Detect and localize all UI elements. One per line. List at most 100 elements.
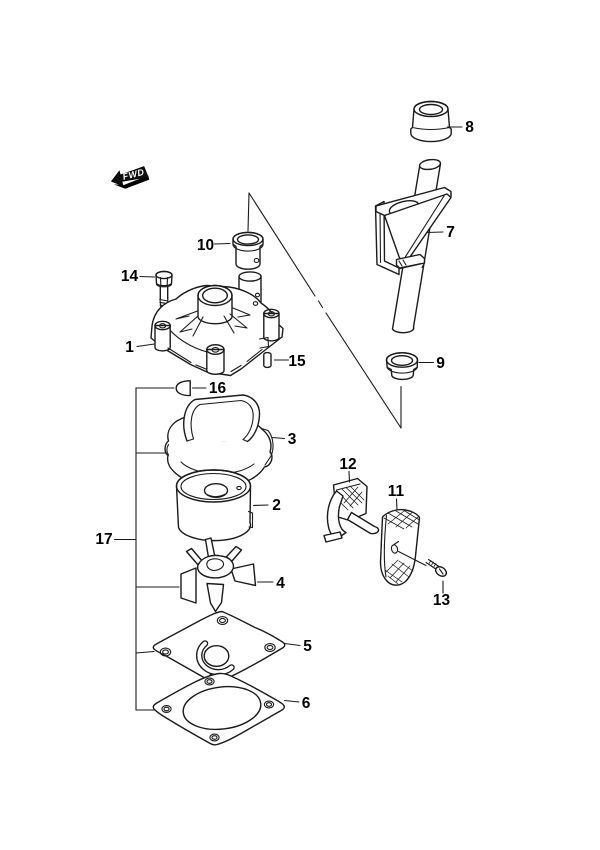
callout-12-leader (348, 470, 351, 483)
part-12-bracket (323, 470, 380, 543)
kit-tick-5 (135, 650, 155, 654)
axis-line-to-part10 (247, 192, 250, 232)
cap-top-rim (413, 100, 449, 118)
plate-kidney-slot-inner (197, 641, 234, 675)
bolt-washer (155, 283, 173, 288)
callout-3-label: 3 (288, 431, 297, 448)
callout-15-label: 15 (288, 353, 306, 370)
part-15-pin (263, 351, 290, 369)
seal-collar-inner (190, 399, 254, 441)
sleeve-lip-edge (232, 243, 264, 252)
screw-head-slot (438, 568, 444, 575)
cup-body (175, 469, 252, 542)
part-11-plate (379, 498, 427, 586)
gasket-outline (152, 672, 286, 746)
part-13-screw (425, 558, 448, 594)
fwd-direction-badge: FWD (110, 166, 150, 189)
part-14-bolt (139, 270, 173, 318)
part-1-pump-case (136, 271, 284, 377)
callout-7-leader (425, 231, 444, 234)
bolt-head-top (155, 270, 173, 280)
cap-flange-edge (411, 126, 451, 131)
plate-center-hole (203, 645, 230, 668)
callout-12-label: 12 (339, 456, 356, 473)
callout-10-leader (213, 242, 231, 245)
pin-body (263, 351, 272, 369)
cup-center-hole (203, 483, 229, 499)
case-outlet-rim (238, 271, 262, 282)
sleeve-bore (236, 234, 260, 245)
bracket12-top-edge (335, 483, 361, 491)
grommet-top-rim (385, 352, 419, 368)
bracket-clip-detail (398, 259, 426, 269)
plate11-hole-tab (393, 540, 400, 546)
case-outlet-hole (254, 292, 261, 298)
grommet-bore (390, 355, 414, 367)
callout-11-leader (395, 498, 398, 511)
fwd-arrow-icon (110, 166, 149, 187)
callout-7-label: 7 (446, 224, 455, 241)
screw-pointer-line (397, 550, 427, 567)
cup-small-hole (236, 485, 242, 491)
cup-rim-inner (180, 472, 247, 501)
callout-11-label: 11 (388, 483, 405, 500)
callout-2-leader (252, 504, 269, 507)
plate11-screw-hole (390, 544, 399, 554)
callout-17-label: 17 (95, 531, 112, 548)
case-flange-details (167, 301, 270, 373)
callout-4-label: 4 (276, 575, 285, 592)
part-2-liner-cup (175, 469, 269, 542)
part-17-kit-bracket (113, 387, 180, 711)
callout-2-label: 2 (272, 497, 281, 514)
impeller-hub (196, 554, 235, 579)
tube-top-rim (418, 158, 442, 171)
plate11-hatch-top (383, 510, 420, 530)
impeller-vane-left (180, 567, 197, 604)
seal-right-tab (260, 427, 274, 466)
callout-5-leader (283, 642, 301, 647)
grommet-body (385, 352, 419, 381)
bracket12-rod (346, 511, 380, 535)
callout-9-label: 9 (436, 355, 445, 372)
impeller-vane-right (230, 563, 257, 587)
callout-14-leader (139, 275, 156, 278)
part-6-gasket (152, 672, 300, 746)
bracket12-hatch (337, 485, 365, 511)
screw-shaft (425, 558, 440, 571)
part-8-cap (410, 100, 463, 143)
impeller-hub-bore (206, 558, 225, 572)
bolt-head-facets (159, 276, 169, 286)
grommet-flange-edge (386, 366, 418, 374)
cup-hole-shadow (206, 493, 227, 498)
part-3-seal-collar (164, 394, 286, 488)
callout-14-label: 14 (121, 268, 139, 285)
cap-body (410, 100, 452, 143)
axis-diagonal-upper (248, 192, 316, 297)
bracket-plate-edge (379, 206, 382, 264)
seal-left-tab (166, 443, 170, 456)
cup-top-rim (175, 469, 252, 503)
callout-labels: 1 2 3 4 5 6 7 8 9 10 11 12 13 14 15 16 1… (95, 119, 474, 712)
plate11-hatch-bottom (384, 559, 414, 585)
case-cylinder-rim (197, 284, 233, 307)
callout-3-leader (271, 436, 286, 440)
cup-side-tab (247, 510, 254, 529)
plug-body (175, 380, 191, 397)
callout-13-label: 13 (433, 592, 451, 609)
part-10-sleeve (213, 231, 264, 270)
callout-1-leader (136, 343, 156, 348)
callout-10-label: 10 (197, 237, 214, 254)
cap-bore (418, 103, 444, 116)
seal-collar-outer (183, 394, 261, 443)
bracket-web-fold (403, 195, 445, 260)
case-cylinder-bore (201, 287, 228, 304)
axis-diagonal-dash (317, 300, 324, 309)
axis-diagonal-lower (325, 312, 402, 429)
sleeve-top-rim (232, 231, 264, 247)
plate11-fold-line (383, 514, 388, 578)
bracket12-foot (323, 531, 343, 543)
part-5-plate (152, 610, 301, 684)
seal-collar-ends (186, 438, 249, 443)
